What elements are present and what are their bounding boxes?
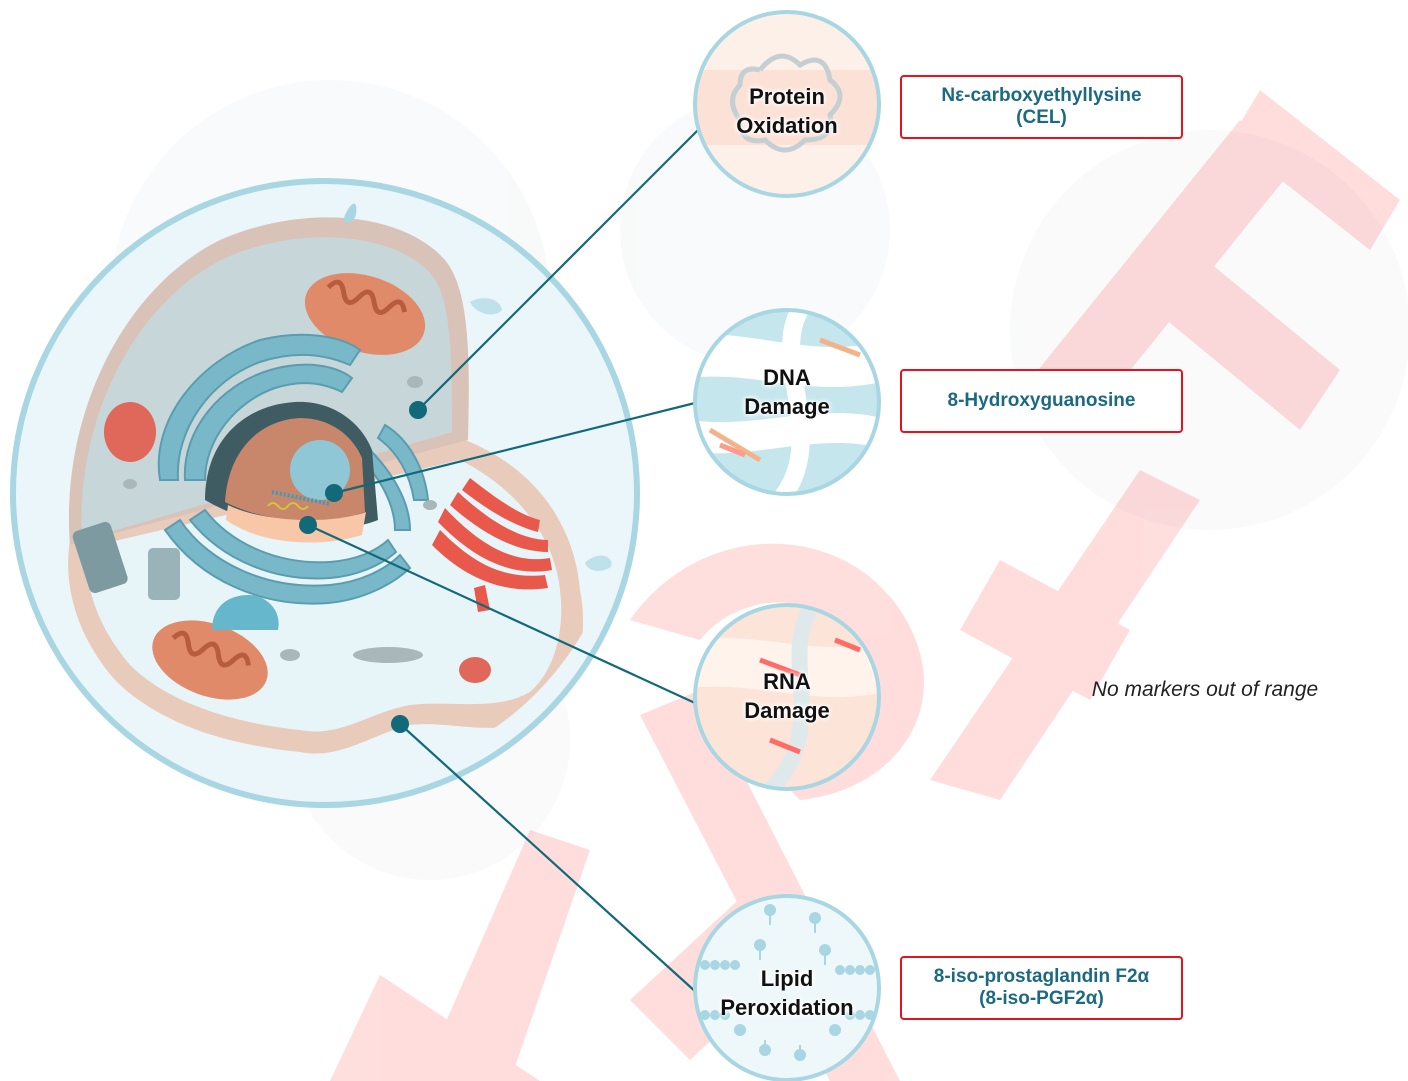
lipid-peroxidation-label: Lipid Peroxidation	[692, 964, 882, 1022]
marker-8ohg-line1: 8-Hydroxyguanosine	[947, 390, 1136, 411]
marker-pgf-line2: (8-iso-PGF2α)	[979, 988, 1104, 1009]
dna-icon	[708, 337, 861, 463]
centrioles	[72, 521, 180, 600]
marker-cel-line1: Nε-carboxyethyllysine	[941, 85, 1142, 106]
golgi-apparatus	[432, 478, 552, 612]
connector-dna	[333, 401, 696, 495]
protein-oxidation-circle	[693, 10, 881, 198]
protein-icon	[730, 53, 843, 153]
marker-pgf-line1: 8-iso-prostaglandin F2α	[933, 966, 1150, 987]
connector-dots	[299, 401, 427, 733]
connector-rna	[307, 524, 696, 704]
rna-damage-line1: RNA	[763, 669, 811, 694]
connector-lipid	[399, 723, 698, 994]
lipid-peroxidation-line2: Peroxidation	[720, 995, 854, 1020]
rna-damage-label: RNA Damage	[692, 667, 882, 725]
protein-oxidation-label: Protein Oxidation	[692, 82, 882, 140]
marker-box-8-hydroxyguanosine: 8-Hydroxyguanosine	[900, 369, 1183, 433]
protein-oxidation-line2: Oxidation	[736, 113, 838, 138]
mitochondrion-bottom	[152, 620, 268, 700]
endoplasmic-reticulum	[157, 333, 430, 605]
lipid-peroxidation-line1: Lipid	[760, 966, 814, 991]
dna-damage-label: DNA Damage	[692, 363, 882, 421]
rna-damage-circle	[693, 603, 881, 791]
connector-lines	[307, 127, 701, 994]
connector-protein	[417, 127, 701, 411]
dot-dna	[325, 484, 343, 502]
marker-box-cel: Nε-carboxyethyllysine (CEL)	[900, 75, 1183, 139]
dot-rna	[299, 516, 317, 534]
dna-damage-line1: DNA	[763, 365, 811, 390]
marker-box-8-iso-pgf2a: 8-iso-prostaglandin F2α (8-iso-PGF2α)	[900, 956, 1183, 1020]
dot-protein	[409, 401, 427, 419]
no-markers-note: No markers out of range	[1091, 678, 1319, 701]
dna-damage-circle	[693, 308, 881, 496]
dna-damage-line2: Damage	[744, 394, 830, 419]
rna-icon	[759, 637, 861, 755]
marker-cel-line2: (CEL)	[1016, 107, 1067, 128]
protein-oxidation-line1: Protein	[749, 84, 825, 109]
mitochondrion-top	[304, 273, 426, 355]
rna-damage-line2: Damage	[744, 698, 830, 723]
dot-lipid	[391, 715, 409, 733]
lipid-peroxidation-circle	[693, 894, 881, 1081]
